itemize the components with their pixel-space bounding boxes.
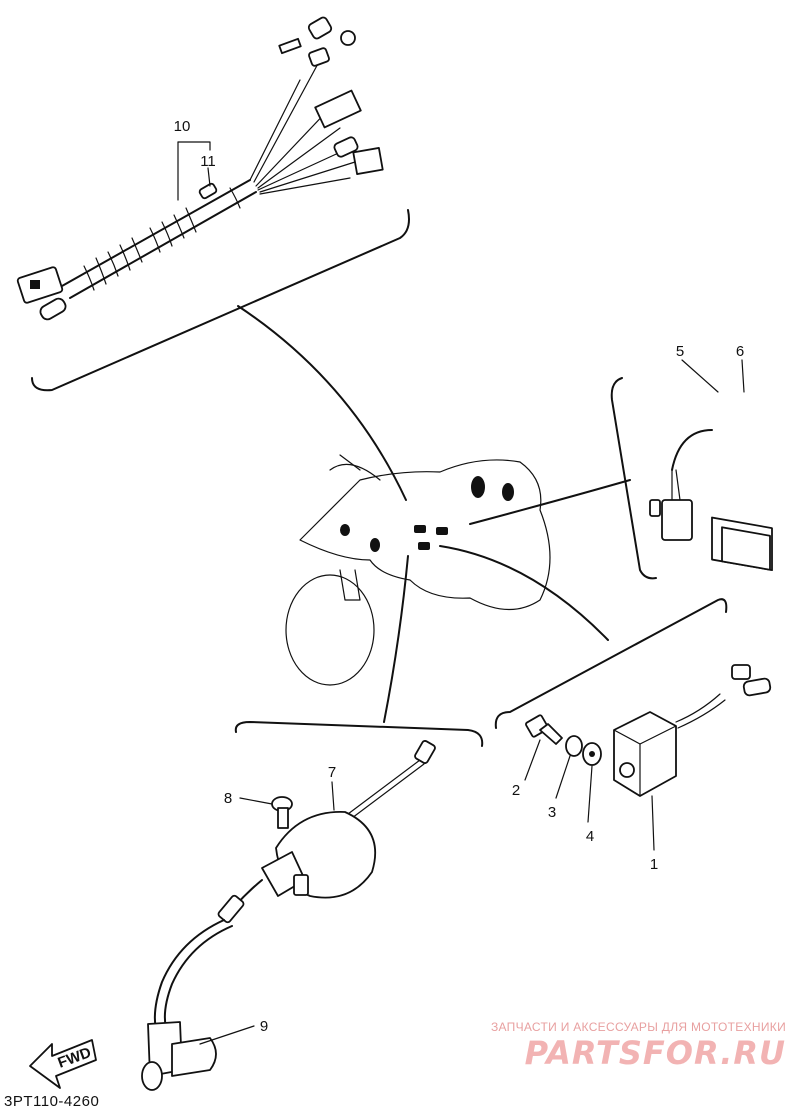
screw [271, 796, 293, 829]
motorcycle-outline [285, 454, 551, 686]
wire-harness [16, 16, 384, 321]
coil-frame [234, 721, 484, 747]
watermark-tagline: ЗАПЧАСТИ И АКСЕССУАРЫ ДЛЯ МОТОТЕХНИКИ [490, 1020, 786, 1034]
lock-washer [565, 735, 583, 757]
callout-5: 5 [676, 343, 684, 360]
callout-3: 3 [548, 804, 556, 821]
diagram-code: 3PT110-4260 [4, 1093, 100, 1110]
ignition-coil [141, 740, 436, 1091]
callout-7: 7 [328, 764, 336, 781]
leader-line-rectifier [469, 479, 631, 525]
callout-9: 9 [260, 1018, 268, 1035]
leader-line-coil [383, 555, 409, 723]
callout-10: 10 [174, 118, 191, 135]
callout-4: 4 [586, 828, 594, 845]
watermark-logo: PARTSFOR.RU [524, 1034, 786, 1072]
fwd-arrow-icon: FWD [29, 1039, 97, 1089]
callout-6: 6 [736, 343, 744, 360]
harness-frame [31, 209, 410, 392]
rectifier-frame [610, 377, 657, 580]
leader-line-cdi [439, 545, 609, 641]
watermark: ЗАПЧАСТИ И АКСЕССУАРЫ ДЛЯ МОТОТЕХНИКИ PA… [466, 1020, 786, 1072]
leader-line-harness [237, 305, 407, 501]
callout-1: 1 [650, 856, 658, 873]
rectifier-regulator [649, 429, 773, 572]
cdi-unit [613, 664, 772, 797]
callout-2: 2 [512, 782, 520, 799]
callout-8: 8 [224, 790, 232, 807]
cdi-frame [494, 598, 728, 729]
callout-11: 11 [200, 153, 216, 170]
bolt [525, 714, 563, 745]
